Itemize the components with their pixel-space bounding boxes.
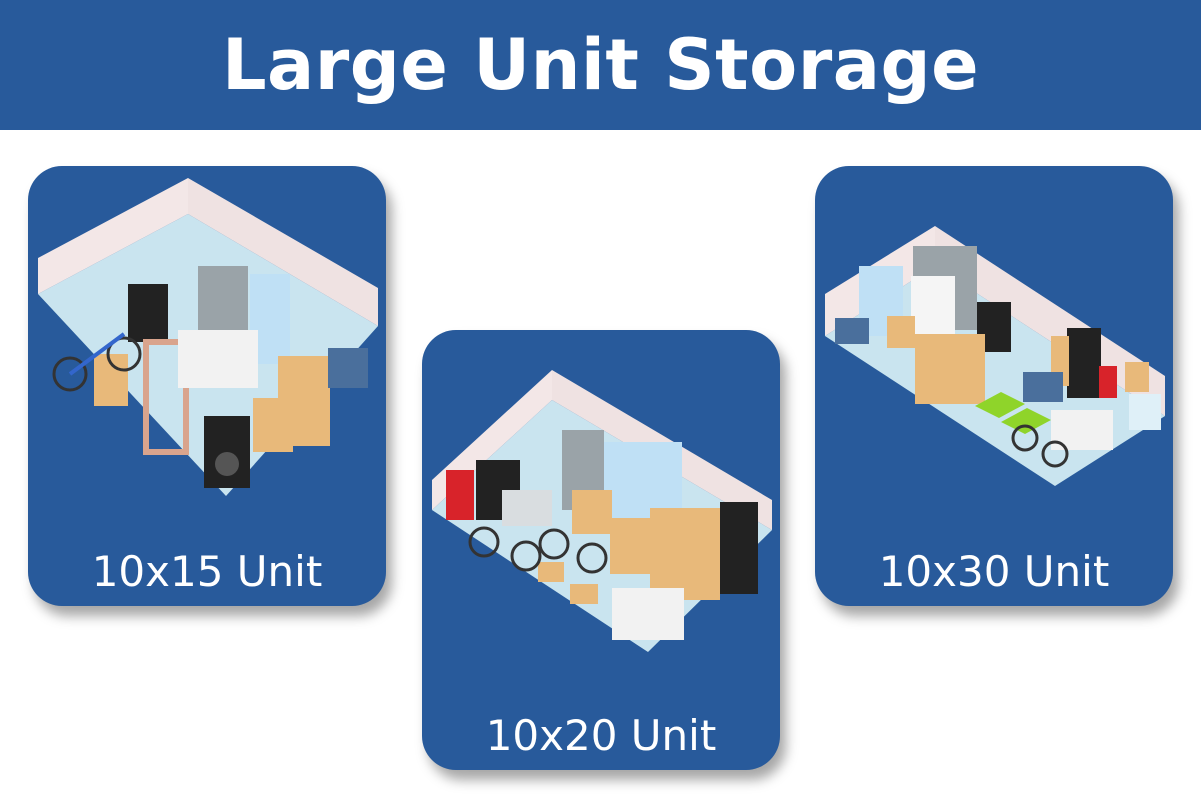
storage-room-10x30-illustration — [825, 226, 1165, 486]
unit-size-label: 10x15 Unit — [91, 547, 323, 596]
page-title: Large Unit Storage — [221, 24, 980, 106]
storage-room-10x15-illustration — [38, 178, 378, 496]
unit-card-10x15[interactable]: 10x15 Unit — [28, 166, 386, 606]
title-banner: Large Unit Storage — [0, 0, 1201, 130]
storage-room-10x20-illustration — [432, 370, 772, 652]
unit-card-10x20[interactable]: 10x20 Unit — [422, 330, 780, 770]
unit-size-label: 10x30 Unit — [878, 547, 1110, 596]
unit-card-10x30[interactable]: 10x30 Unit — [815, 166, 1173, 606]
unit-size-label: 10x20 Unit — [485, 711, 717, 760]
